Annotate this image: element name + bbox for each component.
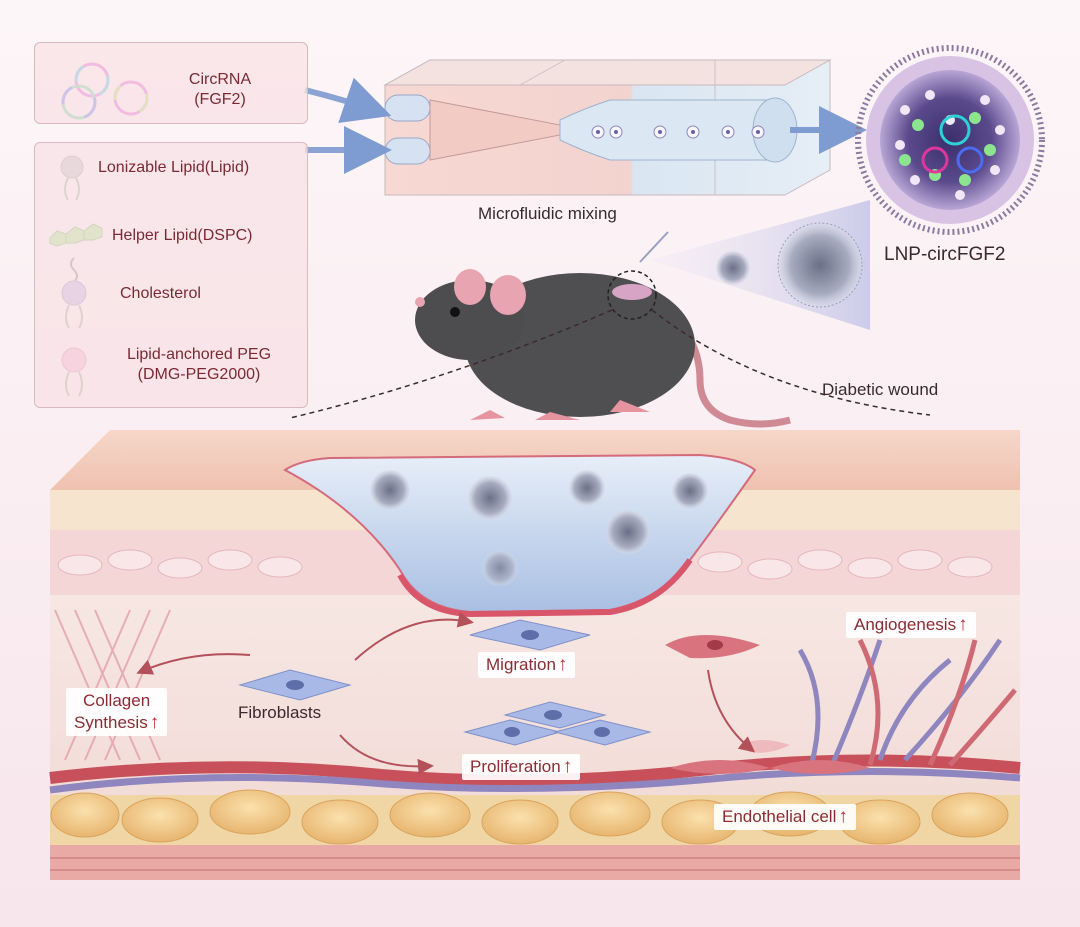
angiogenesis-label: Angiogenesis: [854, 615, 957, 634]
blood-vessels: [49, 638, 1021, 794]
syringe-needle: [639, 231, 669, 263]
legend-circrna-box: [34, 42, 308, 124]
endothelial-cell-tag: Endothelial cell↑: [714, 804, 856, 830]
inflow-arrows: [304, 77, 867, 174]
collagen-up-arrow-icon: ↑: [149, 712, 160, 733]
mouse-illustration: [415, 269, 791, 428]
fibroblasts-label: Fibroblasts: [238, 703, 322, 722]
microfluidic-device: [383, 59, 832, 196]
legend-lipids-box: [34, 142, 308, 408]
angiogenesis-up-arrow-icon: ↑: [958, 614, 968, 635]
diabetic-wound-label: Diabetic wound: [822, 380, 939, 399]
legend-item-peg-lipid: Lipid-anchored PEG (DMG-PEG2000): [96, 345, 302, 385]
zoom-line-left: [289, 309, 613, 419]
migration-label: Migration: [486, 655, 556, 674]
lnp-circfgf2-label: LNP-circFGF2: [884, 244, 1006, 265]
circrna-label-line1: CircRNA: [188, 71, 252, 88]
migration-up-arrow-icon: ↑: [557, 654, 568, 675]
proliferation-label: Proliferation: [470, 757, 561, 776]
peg-lipid-line2: (DMG-PEG2000): [137, 366, 261, 383]
lnp-particle: [855, 45, 1045, 235]
legend-item-ionizable-lipid: Lonizable Lipid(Lipid): [98, 159, 250, 176]
migration-tag: Migration↑: [478, 652, 576, 678]
endothelial-up-arrow-icon: ↑: [838, 806, 848, 827]
process-arrows: [136, 611, 756, 775]
beam-lnps: [716, 222, 863, 308]
legend-item-helper-lipid: Helper Lipid(DSPC): [112, 227, 253, 244]
collagen-line1: Collagen: [83, 691, 151, 710]
wound-lnps: [370, 470, 708, 586]
collagen-line2: Synthesis: [74, 713, 148, 732]
collagen-synthesis-tag: Collagen Synthesis↑: [66, 688, 168, 736]
fibroblast-cells: [238, 619, 652, 746]
proliferation-up-arrow-icon: ↑: [562, 756, 573, 777]
angiogenesis-tag: Angiogenesis↑: [846, 612, 976, 638]
circrna-label: CircRNA (FGF2): [160, 70, 280, 110]
peg-lipid-line1: Lipid-anchored PEG: [126, 346, 272, 363]
legend-item-cholesterol: Cholesterol: [120, 285, 201, 302]
proliferation-tag: Proliferation↑: [462, 754, 581, 780]
circrna-label-line2: (FGF2): [194, 91, 246, 108]
endothelial-cell-label: Endothelial cell: [722, 807, 837, 826]
microfluidic-mixing-label: Microfluidic mixing: [478, 204, 617, 223]
